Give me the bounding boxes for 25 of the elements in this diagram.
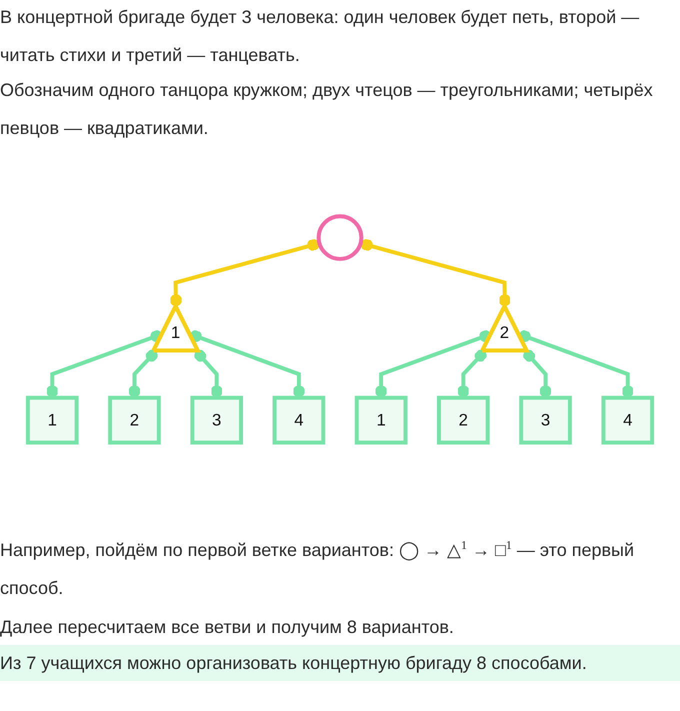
highlighted-answer: Из 7 учащихся можно организовать концертную бригаду 8 способами. bbox=[0, 645, 680, 681]
connector-line bbox=[170, 238, 320, 307]
square-node: 3 bbox=[190, 396, 243, 445]
text-paragraph: В концертной бригаде будет 3 человека: один человек будет петь, второй — читать стихи и третий — танцевать. bbox=[0, 6, 640, 67]
connector-line bbox=[375, 330, 492, 398]
connector-line bbox=[128, 350, 158, 398]
connector-line bbox=[518, 330, 634, 398]
triangle-node: 1 bbox=[151, 304, 200, 352]
triangle-node: 2 bbox=[480, 304, 529, 352]
text-paragraph: Например, пойдём по первой ветке вариантов: ◯ → △$^{1}$ → □$^{1}$ — это первый способ. bbox=[0, 537, 636, 600]
connector-line bbox=[194, 350, 223, 398]
square-node: 1 bbox=[354, 396, 408, 445]
text-paragraph: Обозначим одного танцора кружком; двух чтецов — треугольниками; четырёх певцов — квадратиками. bbox=[0, 79, 654, 140]
connector-line bbox=[360, 238, 511, 307]
connector-line bbox=[188, 330, 305, 398]
connector-line bbox=[457, 350, 487, 398]
square-node: 4 bbox=[601, 396, 654, 445]
square-node: 4 bbox=[272, 396, 326, 445]
square-node: 3 bbox=[519, 396, 572, 445]
text-paragraph: Далее пересчитаем все ветви и получим 8 вариантов. bbox=[0, 616, 455, 639]
circle-node bbox=[316, 214, 364, 261]
square-node: 1 bbox=[26, 396, 79, 445]
square-node: 2 bbox=[108, 396, 161, 445]
square-node: 2 bbox=[436, 396, 490, 445]
connector-line bbox=[523, 350, 552, 398]
